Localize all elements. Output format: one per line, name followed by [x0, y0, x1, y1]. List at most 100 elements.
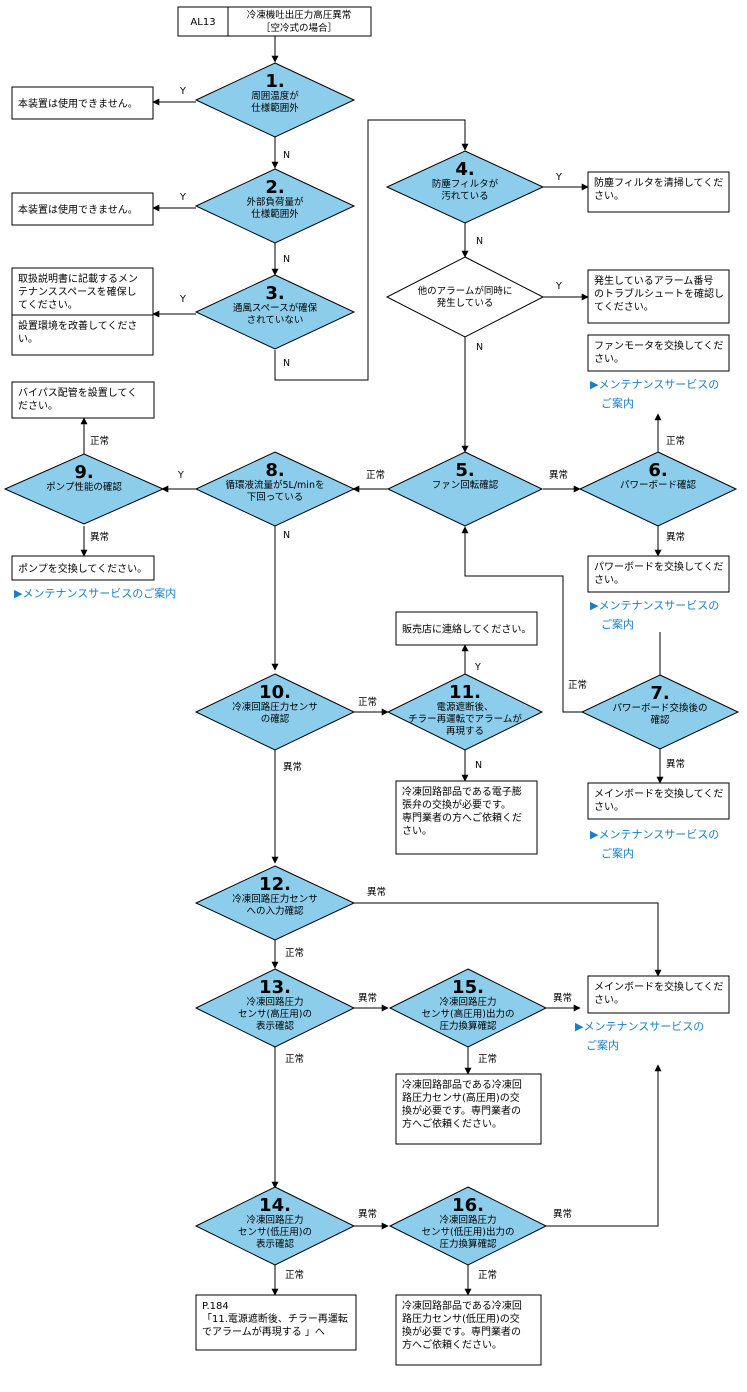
action-text: 冷凍回路部品である電子膨 [402, 785, 522, 798]
label-abnormal: 異常 [90, 531, 109, 543]
label-yes: Y [179, 294, 186, 305]
step-text: 防塵フィルタが [432, 178, 499, 190]
maintenance-link-text[interactable]: ご案内 [586, 1038, 619, 1052]
step-number: 15. [452, 977, 484, 998]
maintenance-service-link[interactable]: ▶メンテナンスサービスのご案内 [590, 828, 719, 860]
label-yes: Y [555, 172, 562, 183]
maintenance-service-link[interactable]: ▶メンテナンスサービスのご案内 [14, 586, 176, 600]
action-frame [395, 1294, 542, 1366]
step-text: 再現する [446, 726, 484, 737]
maintenance-link-text[interactable]: ▶メンテナンスサービスのご案内 [14, 586, 176, 600]
step-number: 1. [265, 71, 284, 92]
action-text: 換が必要です。専門業者の [402, 1104, 521, 1117]
decision-shape [194, 168, 356, 244]
step-number: 2. [265, 177, 284, 198]
maintenance-service-link[interactable]: ▶メンテナンスサービスのご案内 [590, 599, 719, 631]
step-number: 12. [259, 874, 291, 895]
action-b15: 冷凍回路部品である冷凍回路圧力センサ(高圧用)の交換が必要です。専門業者の方へご… [395, 1073, 542, 1145]
action-frame [587, 555, 730, 593]
step-text: 確認 [650, 714, 670, 726]
step-text: センサ(低圧用)の [238, 1226, 312, 1238]
maintenance-link-text[interactable]: ▶メンテナンスサービスの [590, 828, 719, 841]
action-frame [587, 975, 730, 1014]
step-text: 冷凍回路圧力センサ [232, 893, 318, 905]
action-frame [11, 314, 154, 356]
action-text: さい。 [594, 994, 624, 1006]
decision-shape [578, 451, 738, 527]
action-text: 防塵フィルタを清掃してくだ [594, 176, 723, 189]
label-normal: 正常 [358, 696, 377, 708]
label-yes: Y [179, 86, 186, 97]
label-no: N [283, 150, 290, 161]
action-frame [587, 269, 730, 324]
action-b2: 本装置は使用できません。 [11, 192, 154, 226]
maintenance-link-text[interactable]: ご案内 [601, 617, 634, 631]
action-text: 発生しているアラーム番号 [594, 274, 713, 287]
label-no: N [476, 236, 483, 247]
step-number: 16. [452, 1195, 484, 1216]
step-text: 冷凍回路圧力 [439, 996, 496, 1008]
action-text: さい。 [594, 574, 624, 586]
action-frame [11, 555, 155, 581]
action-text: パワーボードを交換してくだ [594, 560, 723, 573]
decision-shape [385, 256, 545, 338]
decision-s6: 6.パワーボード確認 [578, 451, 738, 527]
label-normal: 正常 [478, 1053, 497, 1065]
decision-shape [194, 274, 356, 350]
step-text: 循環液流量が5L/minを [226, 479, 325, 491]
action-text: てください。 [594, 301, 654, 313]
step-number: 9. [74, 462, 93, 483]
label-yes: Y [555, 281, 562, 292]
decision-shape [194, 451, 356, 527]
maintenance-link-text[interactable]: ▶メンテナンスサービスの [590, 599, 719, 612]
action-text: メインボードを交換してくだ [594, 980, 723, 993]
label-yes: Y [474, 662, 481, 673]
label-no: N [283, 530, 290, 541]
action-frame [11, 381, 155, 419]
action-text: 冷凍回路部品である冷凍回 [402, 1078, 522, 1091]
step-number: 7. [650, 683, 669, 704]
action-text: 方へご依頼ください。 [402, 1338, 502, 1351]
action-frame [587, 334, 730, 372]
action-frame [395, 1073, 542, 1145]
maintenance-link-text[interactable]: ご案内 [601, 396, 634, 410]
step-number: 10. [259, 682, 291, 703]
step-number: 14. [259, 1195, 291, 1216]
maintenance-link-text[interactable]: ご案内 [601, 846, 634, 860]
alarm-code: AL13 [190, 17, 215, 28]
action-text: ださい。 [18, 400, 58, 412]
decision-shape [580, 674, 740, 750]
maintenance-service-link[interactable]: ▶メンテナンスサービスのご案内 [590, 378, 719, 410]
step-number: 6. [648, 460, 667, 481]
step-text: の確認 [261, 713, 290, 725]
action-text: でアラームが再現する 」へ [202, 1325, 325, 1338]
label-normal: 正常 [90, 435, 109, 447]
label-abnormal: 異常 [553, 1208, 572, 1220]
action-frame [11, 267, 154, 316]
maintenance-service-link[interactable]: ▶メンテナンスサービスのご案内 [575, 1020, 704, 1052]
decision-shape [194, 1186, 356, 1266]
action-text: テナンススペースを確保し [18, 285, 137, 298]
label-normal: 正常 [568, 679, 587, 691]
step-number: 5. [455, 460, 474, 481]
maintenance-link-text[interactable]: ▶メンテナンスサービスの [575, 1020, 704, 1033]
maintenance-link-text[interactable]: ▶メンテナンスサービスの [590, 378, 719, 391]
action-b1: 本装置は使用できません。 [11, 86, 154, 120]
step-text: 電源遮断後、 [436, 701, 493, 713]
label-abnormal: 異常 [367, 886, 386, 898]
step-text: 冷凍回路圧力 [246, 996, 303, 1008]
step-text: ポンプ性能の確認 [46, 481, 122, 493]
action-text: メインボードを交換してくだ [594, 787, 723, 800]
step-text: 仕様範囲外 [251, 102, 299, 114]
label-no: N [475, 760, 482, 771]
